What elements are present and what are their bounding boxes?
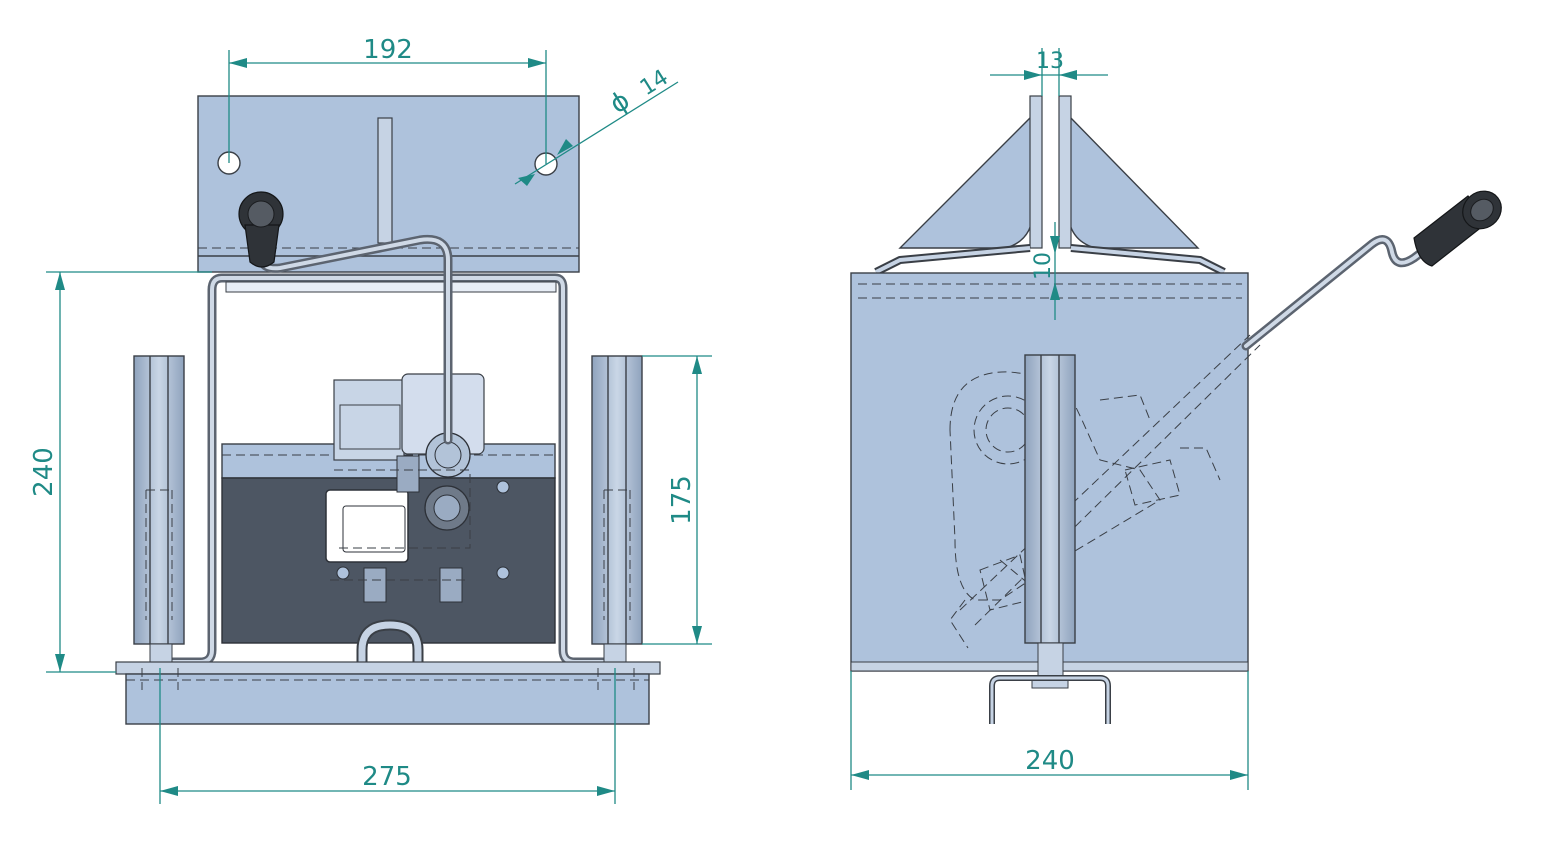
front-cross-plate-light — [221, 443, 556, 479]
dimensions-layer: 192 ϕ 14 240 175 — [29, 35, 1249, 804]
dim-side-offset-label: 10 — [1031, 252, 1056, 280]
side-center-post — [1024, 354, 1076, 644]
side-crank-rod — [1241, 235, 1435, 351]
dim-base-width-label: 275 — [362, 762, 412, 792]
dim-side-offset: 10 — [1031, 222, 1060, 320]
dim-front-height: 240 — [29, 271, 212, 673]
dim-fin-gap-label: 13 — [1036, 49, 1064, 74]
side-right-gusset — [1067, 113, 1200, 249]
dim-post-height-label: 175 — [667, 475, 697, 525]
dim-post-height: 175 — [642, 355, 712, 645]
front-right-post — [591, 355, 643, 645]
front-view — [115, 95, 661, 725]
dim-front-height-label: 240 — [29, 447, 59, 497]
front-base-flange — [115, 661, 661, 675]
front-left-post — [133, 355, 185, 645]
front-square-window — [325, 489, 409, 563]
side-crank-knob — [1413, 190, 1502, 267]
front-base-plate — [125, 673, 650, 725]
dim-side-width: 240 — [850, 671, 1249, 790]
dim-base-width: 275 — [159, 668, 616, 804]
dim-fin-gap: 13 — [990, 48, 1108, 96]
side-right-fin — [1058, 95, 1072, 249]
side-hidden-mechanism — [949, 334, 1261, 649]
dim-hole-diameter-label: 14 — [636, 65, 673, 101]
side-left-fin — [1029, 95, 1043, 249]
dim-hole-spacing-label: 192 — [363, 35, 413, 65]
dim-hole-diameter-symbol: ϕ — [605, 85, 635, 120]
side-view — [850, 95, 1502, 724]
front-crank-knob — [238, 191, 284, 268]
front-winch-mechanism — [330, 373, 485, 603]
front-center-slot — [377, 117, 393, 244]
dim-hole-spacing: 192 — [228, 35, 547, 164]
dim-side-width-label: 240 — [1025, 746, 1075, 776]
side-left-gusset — [898, 113, 1034, 249]
